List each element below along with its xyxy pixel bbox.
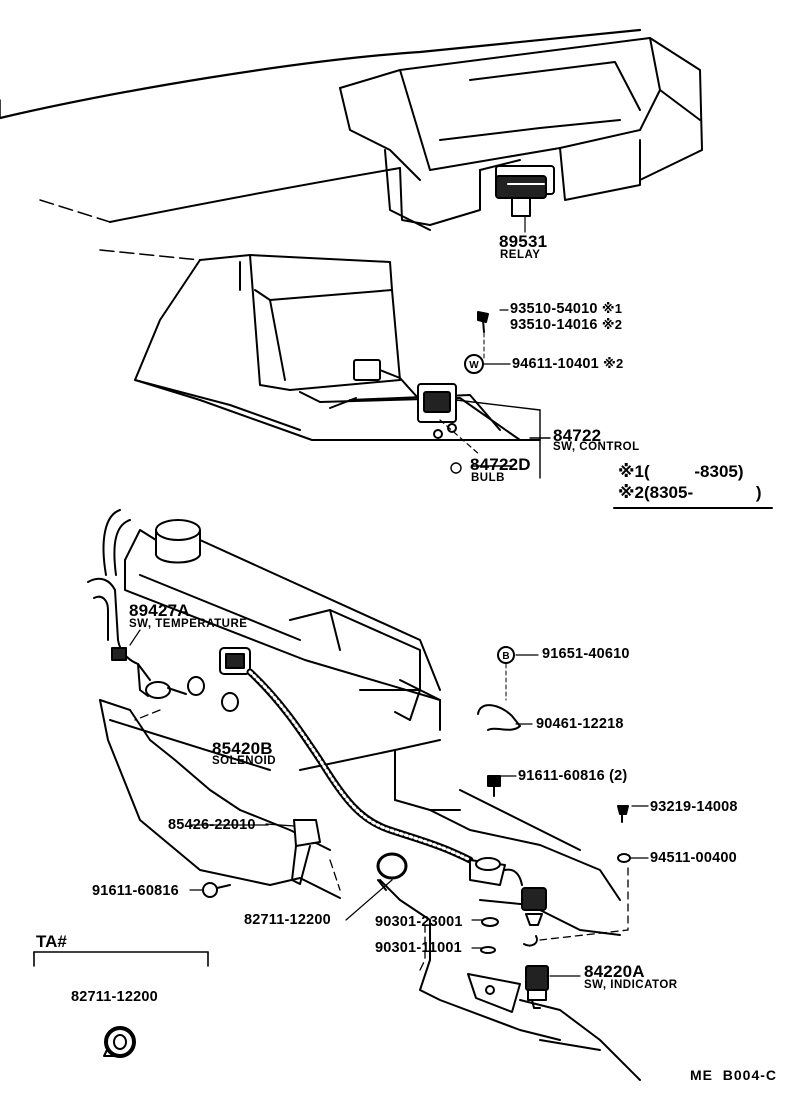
bolt-1-number: 91611-60816: [92, 883, 179, 899]
legend-2-open: (8305-: [643, 483, 694, 502]
washer-d-number: 94511-00400: [650, 850, 737, 866]
screw-b-number: 93510-14016 ※2: [510, 318, 622, 333]
temp-switch-desc: SW, TEMPERATURE: [129, 618, 248, 630]
solenoid-part: [219, 647, 547, 926]
washer-w-part-number: 94611-10401: [512, 356, 599, 372]
ta-bracket: [33, 951, 209, 967]
control-switch-number: 84722: [553, 426, 602, 445]
drawing-code: ME B004-C: [690, 1067, 778, 1083]
legend-2-mark: ※2: [618, 483, 644, 502]
legend-1-range: -8305): [694, 462, 744, 481]
ta-clip-number: 82711-12200: [71, 989, 158, 1005]
indicator-switch-part: [467, 965, 549, 1013]
bolt-b-number: 91651-40610: [542, 646, 630, 662]
oring-b-part: [480, 946, 496, 954]
dashboard-outline: [0, 28, 703, 441]
control-bracket-lines: [450, 409, 551, 479]
ta-clip-part: [103, 1026, 136, 1058]
screw-a-part-number: 93510-54010: [510, 301, 598, 317]
oring-b-number: 90301-11001: [375, 940, 462, 956]
legend-1-open: (: [643, 462, 650, 481]
left-bolt-part: [202, 882, 231, 898]
legend-row-1: ※1( -8305): [618, 463, 744, 480]
screw-a-number: 93510-54010 ※1: [510, 302, 622, 317]
bolt-2-number: 91611-60816 (2): [518, 768, 628, 784]
control-switch-desc: SW, CONTROL: [553, 441, 640, 453]
engine-outline: [87, 509, 641, 1081]
legend-row-2: ※2(8305- ): [618, 484, 762, 501]
connector-number: 85426-22010: [168, 817, 256, 833]
upper-fasteners: [464, 309, 511, 374]
bulb-number: 84722D: [470, 455, 531, 474]
temperature-switch-part: [111, 629, 239, 712]
clip-part: [376, 852, 408, 891]
oring-a-number: 90301-23001: [375, 914, 463, 930]
relay-part-number: 89531: [499, 232, 548, 251]
relay-desc: RELAY: [500, 249, 541, 261]
solenoid-number: 85420B: [212, 739, 273, 758]
screw-c-number: 93219-14008: [650, 799, 738, 815]
screw-b-mark: ※2: [601, 317, 623, 332]
circle-w-label: W: [469, 360, 479, 371]
washer-w-number: 94611-10401 ※2: [512, 357, 623, 372]
clamp-number: 90461-12218: [536, 716, 624, 732]
oring-a-part: [481, 917, 499, 927]
legend-1-mark: ※1: [618, 462, 644, 481]
screw-b-part-number: 93510-14016: [510, 317, 598, 333]
leader-lines: [189, 654, 649, 977]
solenoid-desc: SOLENOID: [212, 755, 277, 767]
legend-2-close: ): [755, 483, 762, 502]
temp-switch-number: 89427A: [129, 601, 190, 620]
control-switch-part: [353, 359, 541, 456]
relay-part: [495, 165, 555, 233]
indicator-switch-number: 84220A: [584, 962, 645, 981]
circle-b-label: B: [502, 651, 509, 662]
screw-a-mark: ※1: [601, 301, 623, 316]
washer-w-mark: ※2: [603, 356, 624, 371]
clip-number: 82711-12200: [244, 912, 331, 928]
connector-part: [265, 819, 321, 885]
bulb-desc: BULB: [471, 472, 505, 484]
right-fasteners: [477, 646, 631, 947]
ta-label: TA#: [36, 932, 67, 951]
indicator-switch-desc: SW, INDICATOR: [584, 979, 678, 991]
